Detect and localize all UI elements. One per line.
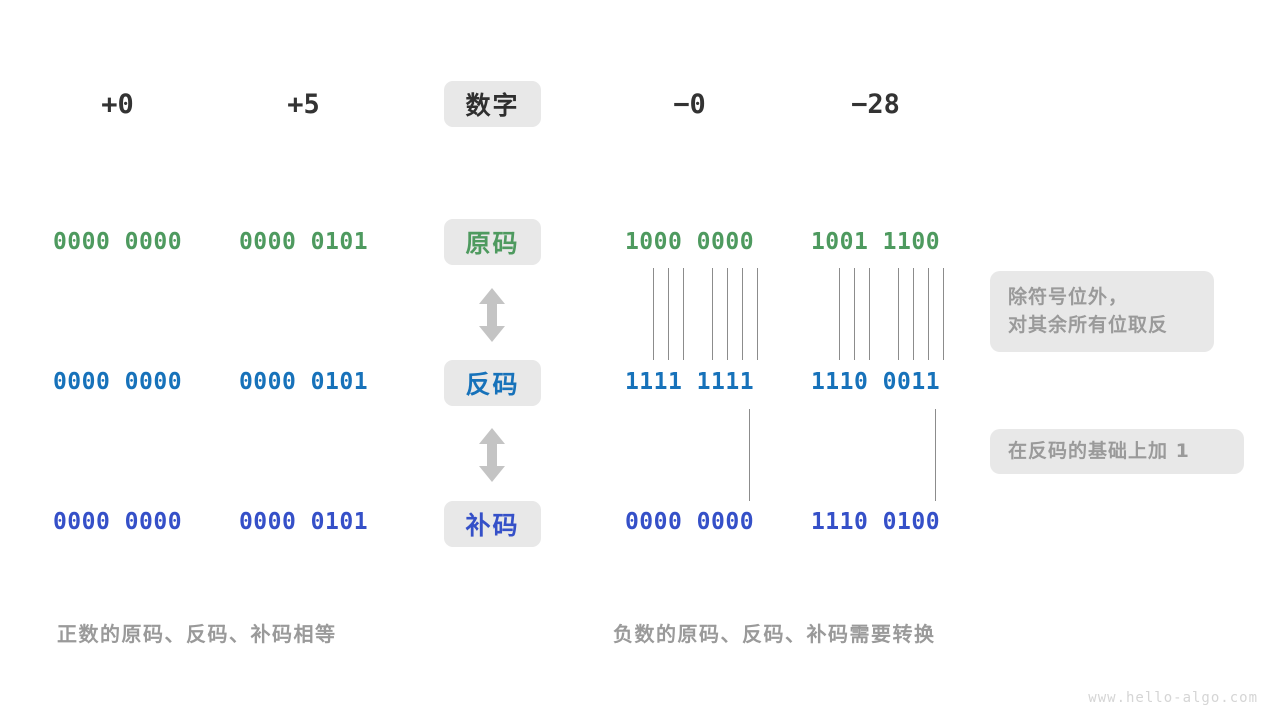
bits-ones-complement-minus-zero: 1111 1111	[624, 369, 755, 395]
connector-line	[712, 268, 713, 360]
connector-line	[683, 268, 684, 360]
note-invert-bits-line2: 对其余所有位取反	[1008, 313, 1169, 336]
pill-label-true-form: 原码	[444, 219, 541, 265]
bits-ones-complement-plus-five: 0000 0101	[238, 369, 369, 395]
double-arrow-icon-true-to-ones	[475, 287, 509, 343]
bits-twos-complement-plus-zero: 0000 0000	[52, 509, 183, 535]
connector-line	[913, 268, 914, 360]
bits-true-form-plus-zero: 0000 0000	[52, 229, 183, 255]
note-invert-bits: 除符号位外， 对其余所有位取反	[990, 271, 1214, 352]
bits-twos-complement-plus-five: 0000 0101	[238, 509, 369, 535]
connector-line	[935, 409, 936, 501]
header-number-minus-zero: −0	[673, 88, 706, 120]
pill-label-number: 数字	[444, 81, 541, 127]
double-arrow-icon-ones-to-twos	[475, 427, 509, 483]
bits-true-form-minus-28: 1001 1100	[810, 229, 941, 255]
connector-line	[928, 268, 929, 360]
bits-ones-complement-plus-zero: 0000 0000	[52, 369, 183, 395]
connector-line	[869, 268, 870, 360]
connector-line	[854, 268, 855, 360]
connector-line	[653, 268, 654, 360]
connector-line	[668, 268, 669, 360]
header-number-minus-28: −28	[851, 88, 900, 120]
note-add-one-line1: 在反码的基础上加 1	[1008, 439, 1190, 462]
bits-twos-complement-minus-zero: 0000 0000	[624, 509, 755, 535]
caption-negative: 负数的原码、反码、补码需要转换	[613, 622, 936, 646]
watermark: www.hello-algo.com	[1088, 690, 1258, 706]
bits-true-form-plus-five: 0000 0101	[238, 229, 369, 255]
connector-line	[749, 409, 750, 501]
connector-line	[943, 268, 944, 360]
connector-line	[727, 268, 728, 360]
header-number-plus-zero: +0	[101, 88, 134, 120]
connector-line	[839, 268, 840, 360]
pill-label-twos-complement: 补码	[444, 501, 541, 547]
bits-true-form-minus-zero: 1000 0000	[624, 229, 755, 255]
connector-line	[742, 268, 743, 360]
bits-ones-complement-minus-28: 1110 0011	[810, 369, 941, 395]
caption-positive: 正数的原码、反码、补码相等	[57, 622, 337, 646]
pill-label-ones-complement: 反码	[444, 360, 541, 406]
connector-line	[757, 268, 758, 360]
bits-twos-complement-minus-28: 1110 0100	[810, 509, 941, 535]
connector-line	[898, 268, 899, 360]
note-add-one: 在反码的基础上加 1	[990, 429, 1244, 474]
note-invert-bits-line1: 除符号位外，	[1008, 285, 1129, 308]
header-number-plus-five: +5	[287, 88, 320, 120]
